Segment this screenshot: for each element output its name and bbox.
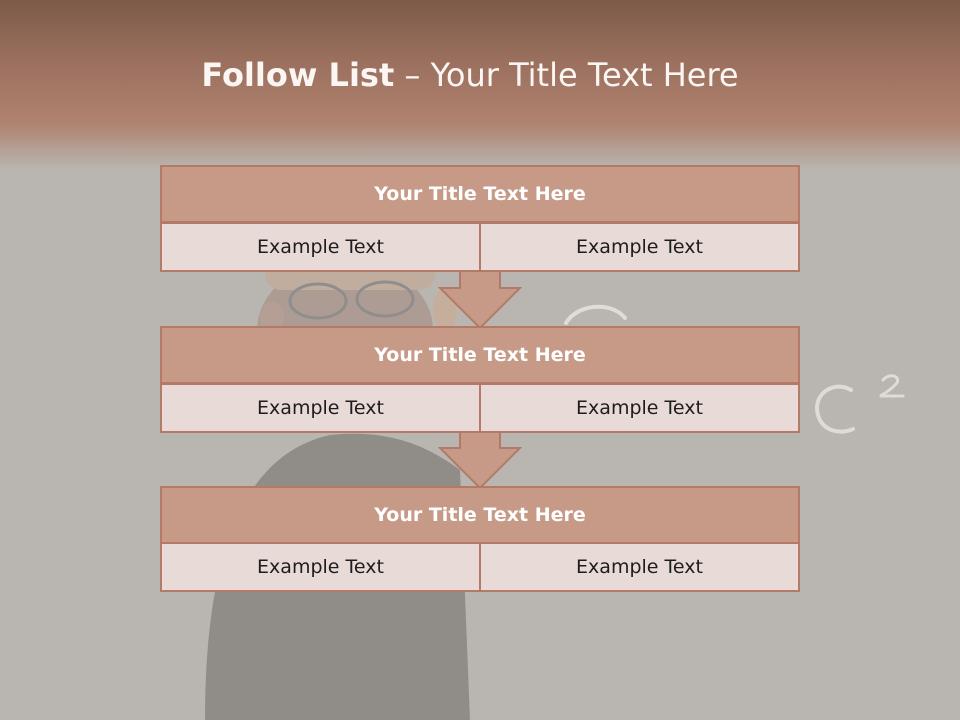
header-band	[0, 0, 960, 170]
slide-title-rest: – Your Title Text Here	[394, 56, 739, 94]
step-cell-left: Example Text	[257, 397, 384, 419]
step-title: Your Title Text Here	[160, 165, 800, 223]
step-cell-left: Example Text	[257, 556, 384, 578]
slide-title-bold: Follow List	[201, 56, 395, 94]
step-row: Example Text Example Text	[160, 383, 800, 433]
step-cell-right: Example Text	[479, 385, 798, 431]
step-cell-left: Example Text	[257, 236, 384, 258]
step-title: Your Title Text Here	[160, 326, 800, 384]
step-cell-right: Example Text	[479, 544, 798, 590]
step-title: Your Title Text Here	[160, 486, 800, 544]
step-row: Example Text Example Text	[160, 542, 800, 592]
down-arrow-icon	[438, 270, 522, 330]
slide-title: Follow List – Your Title Text Here	[0, 56, 940, 94]
step-row: Example Text Example Text	[160, 222, 800, 272]
down-arrow-icon	[438, 430, 522, 490]
step-cell-right: Example Text	[479, 224, 798, 270]
